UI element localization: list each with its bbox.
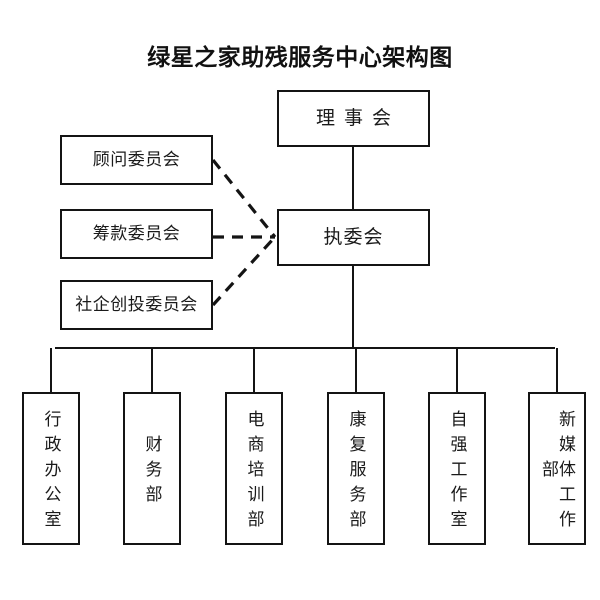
- node-label-department-3: 电商培训部: [244, 410, 264, 535]
- node-label-advisory-committee: 顾问委员会: [92, 150, 181, 170]
- node-social-enterprise-committee[interactable]: 社企创投委员会: [60, 280, 213, 330]
- node-label-department-2: 财务部: [142, 435, 162, 510]
- node-label-social-enterprise-committee: 社企创投委员会: [75, 295, 198, 315]
- node-department-ecommerce-training[interactable]: 电商培训部: [225, 392, 283, 545]
- page-title: 绿星之家助残服务中心架构图: [147, 44, 453, 70]
- node-department-new-media[interactable]: 新媒体工作部: [528, 392, 586, 545]
- node-label-department-4: 康复服务部: [346, 410, 366, 535]
- dashed-connector-advisory-committee: [211, 158, 277, 239]
- node-department-self-improvement-studio[interactable]: 自强工作室: [428, 392, 486, 545]
- node-fundraising-committee[interactable]: 筹款委员会: [60, 209, 213, 259]
- node-label-department-1: 行政办公室: [41, 410, 61, 535]
- connector-drop-department-2: [151, 348, 154, 392]
- node-executive-committee[interactable]: 执委会: [277, 209, 430, 266]
- connector-drop-department-4: [355, 348, 358, 392]
- node-label-board: 理事会: [315, 107, 400, 129]
- node-department-administrative-office[interactable]: 行政办公室: [22, 392, 80, 545]
- node-label-department-5: 自强工作室: [447, 410, 467, 535]
- connector-drop-department-5: [456, 348, 459, 392]
- node-board-of-directors[interactable]: 理事会: [277, 90, 430, 147]
- connector-drop-department-3: [253, 348, 256, 392]
- connector-executive-to-bus: [352, 266, 355, 348]
- connector-horizontal-bus: [55, 347, 555, 350]
- node-department-finance[interactable]: 财务部: [123, 392, 181, 545]
- connector-drop-department-1: [50, 348, 53, 392]
- node-advisory-committee[interactable]: 顾问委员会: [60, 135, 213, 185]
- node-label-department-6: 新媒体工作部: [539, 410, 575, 535]
- connector-board-to-executive: [352, 147, 355, 209]
- dashed-connector-social-enterprise-committee: [211, 235, 277, 307]
- node-label-fundraising-committee: 筹款委员会: [92, 224, 181, 244]
- connector-drop-department-6: [556, 348, 559, 392]
- node-department-rehabilitation-services[interactable]: 康复服务部: [327, 392, 385, 545]
- node-label-executive: 执委会: [323, 226, 384, 248]
